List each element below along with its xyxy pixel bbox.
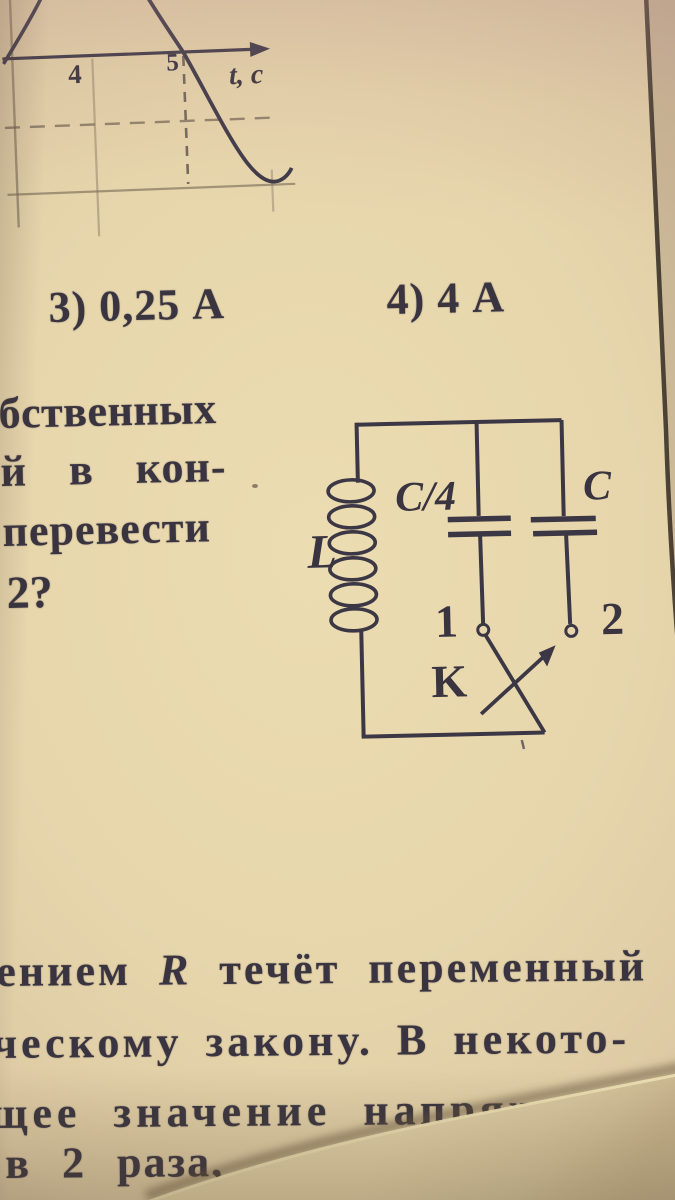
- resistance-symbol: R: [158, 945, 192, 995]
- current-vs-time-graph: 4 5 t, c: [1, 0, 296, 237]
- bottom-line1-post: течёт переменный: [191, 941, 648, 995]
- answer-option-4: 4) 4 А: [386, 272, 506, 324]
- tick-label-5: 5: [166, 49, 180, 76]
- bottom-text-line-4: в 2 раза,: [5, 1137, 225, 1188]
- switch-position-2-label: 2: [600, 593, 624, 645]
- capacitor-left-label: C/4: [395, 473, 457, 520]
- left-wire-lower: [359, 628, 366, 737]
- dashed-level-line: [4, 116, 278, 130]
- bottom-wire: [361, 730, 545, 739]
- top-wire: [356, 418, 562, 427]
- switch-label: K: [431, 655, 468, 707]
- answer-option-3: 3) 0,25 А: [48, 278, 226, 332]
- time-axis: [2, 41, 271, 61]
- problem-text-line-3: перевести: [2, 502, 212, 556]
- dashed-drop-line: [181, 55, 190, 184]
- capacitor-right-label: C: [583, 463, 613, 510]
- capacitor-left: [447, 421, 512, 624]
- terminal-1: [476, 622, 491, 637]
- bottom-text-line-3: щее значение напряж: [0, 1084, 546, 1138]
- lc-circuit-diagram: L C/4 C 1 2 K: [306, 418, 625, 750]
- problem-text-line-4: 2?: [6, 565, 54, 618]
- switch-arrow-icon: [479, 645, 556, 716]
- grid-lines: [4, 0, 296, 237]
- inductor-coil: [326, 478, 379, 633]
- terminal-2: [564, 623, 579, 638]
- tick-label-4: 4: [68, 59, 83, 89]
- inductor-label: L: [306, 525, 338, 579]
- curve-right-branch: [144, 0, 294, 184]
- page-edge-strip: [646, 0, 675, 605]
- page-edge-line: [643, 0, 675, 636]
- bottom-text-line-1: ением R течёт переменный: [0, 940, 647, 997]
- bottom-text-line-2: ческому закону. В некото-: [0, 1013, 631, 1068]
- stray-mark: [520, 739, 526, 750]
- problem-text-line-1: бственных: [0, 384, 218, 438]
- paper-speck: [252, 484, 258, 488]
- left-wire-upper: [354, 422, 360, 483]
- bottom-line1-pre: ением: [0, 945, 160, 996]
- problem-text-line-2: й в кон-: [0, 441, 227, 496]
- time-axis-label: t, c: [228, 59, 264, 91]
- axis-arrow-icon: [249, 41, 271, 57]
- switch-position-1-label: 1: [434, 595, 458, 647]
- curve-left-branch: [1, 0, 43, 65]
- capacitor-right: [530, 420, 598, 625]
